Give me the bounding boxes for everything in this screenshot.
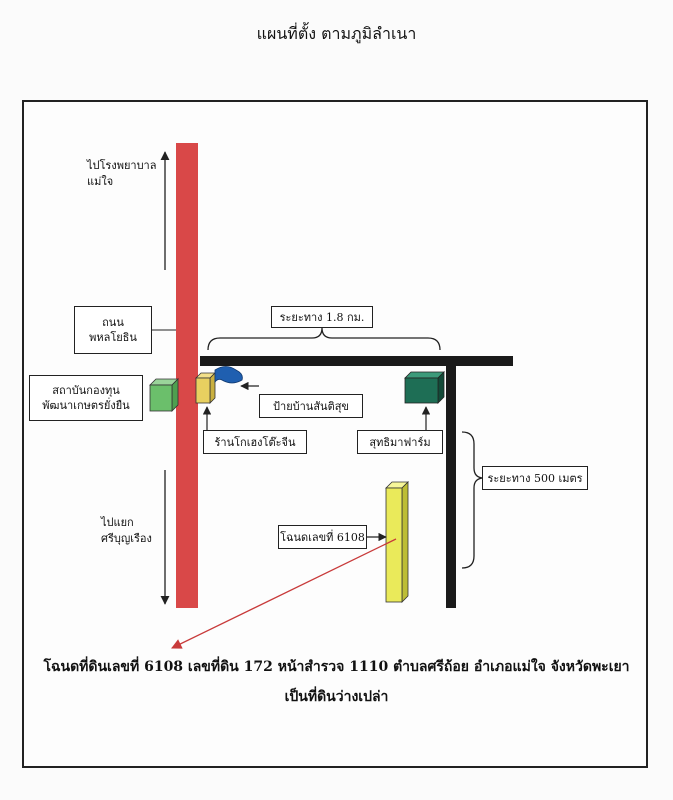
side-road-vertical (446, 366, 456, 608)
deed-label-box: โฉนดเลขที่ 6108 (278, 525, 367, 549)
shop-label-box: ร้านโกเฮงโต๊ะจีน (203, 430, 307, 454)
institute-label-box: สถาบันกองทุน พัฒนาเกษตรยั่งยืน (29, 375, 143, 421)
map-frame (22, 100, 648, 768)
distance-side-box: ระยะทาง 500 เมตร (482, 466, 588, 490)
deed-caption-arrow (171, 538, 397, 649)
sign-flag (214, 366, 243, 384)
caption-line-2: เป็นที่ดินว่างเปล่า (284, 689, 389, 705)
road-label-box: ถนน พหลโยธิน (74, 306, 152, 354)
side-road-horizontal (200, 356, 513, 366)
distance-top-brace (207, 327, 441, 351)
farm-label-box: สุทธิมาฟาร์ม (357, 430, 443, 454)
main-road (176, 143, 198, 608)
to-junction-label: ไปแยก ศรีบุญเรือง (101, 516, 152, 545)
sign-label-box: ป้ายบ้านสันติสุข (259, 394, 363, 418)
farm-building (404, 371, 445, 404)
page-title: แผนที่ตั้ง ตามภูมิลำเนา (256, 24, 417, 43)
to-hospital-label: ไปโรงพยาบาล แม่ใจ (87, 159, 157, 188)
shop-building (195, 372, 216, 404)
institute-building (149, 378, 179, 412)
deed-plot (385, 481, 409, 603)
distance-top-box: ระยะทาง 1.8 กม. (271, 306, 373, 328)
caption-line-1: โฉนดที่ดินเลขที่ 6108 เลขที่ดิน 172 หน้า… (43, 659, 630, 675)
